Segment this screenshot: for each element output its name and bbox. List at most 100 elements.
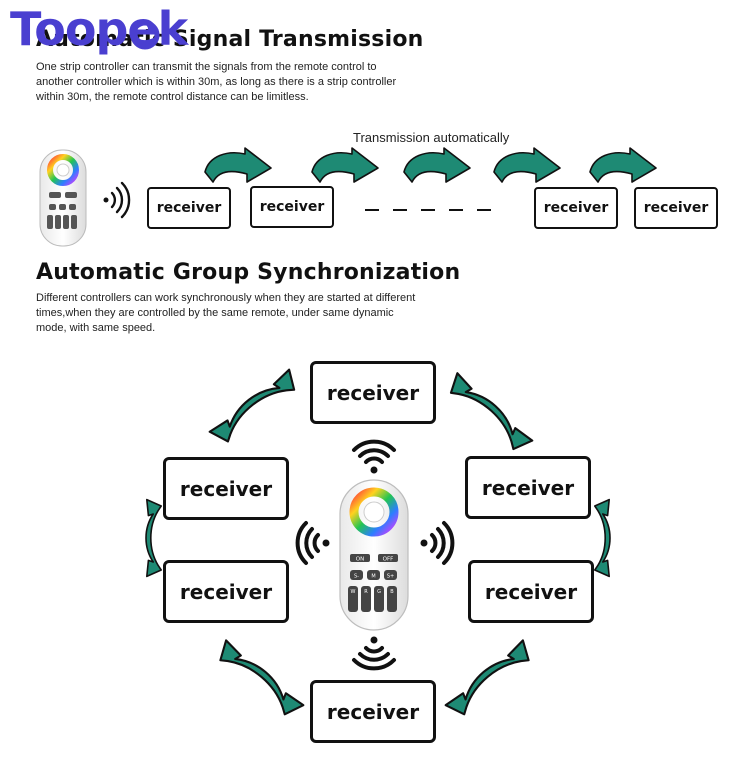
remote-large-key-g-label: G: [377, 589, 381, 595]
remote-large-off-button: [378, 554, 398, 562]
remote-large-speed-up: [384, 570, 397, 580]
sync-arrow-icon: [219, 639, 305, 716]
section1-title: Automatic Signal Transmission: [36, 27, 424, 52]
brand-logo: Toopek: [10, 2, 188, 56]
signal-wave: [364, 456, 384, 464]
remote-large-wheel-center: [363, 501, 385, 523]
signal-wave: [430, 533, 438, 553]
remote-large-speed-down-label: S-: [354, 574, 359, 580]
remote-large-speed-up-label: S+: [387, 574, 394, 580]
arrow-shape: [208, 368, 296, 443]
arrow-shape: [145, 498, 163, 578]
remote-small-color-wheel: [47, 154, 79, 186]
signal-wave: [364, 646, 384, 654]
remote-large-key-r-label: R: [364, 589, 368, 595]
remote-small-on-button: [49, 192, 61, 198]
arrow-shape: [444, 639, 530, 716]
receiver-box-upper-left: receiver: [163, 457, 289, 520]
remote-large-key-b-label: B: [390, 589, 394, 595]
arrow-shape: [403, 147, 471, 183]
receiver-box: receiver: [634, 187, 718, 229]
signal-wave: [295, 521, 308, 565]
sync-arrow-icon: [593, 498, 611, 578]
remote-small-key: [47, 215, 53, 229]
section2-description-line: times,when they are controlled by the sa…: [36, 307, 394, 319]
arrow-shape: [219, 639, 305, 716]
remote-small-wheel-center: [56, 163, 70, 177]
wireless-signal-icon: [352, 636, 396, 671]
remote-large-key-b: [387, 586, 397, 612]
signal-wave: [110, 191, 117, 209]
wireless-signal-icon: [420, 521, 455, 565]
transmission-arrow-icon: [311, 147, 379, 183]
signal-wave: [115, 186, 124, 214]
section2-title: Automatic Group Synchronization: [36, 260, 461, 285]
wireless-signal-icon: [295, 521, 330, 565]
section1-transmission-arrows: [204, 147, 657, 183]
signal-dot: [370, 636, 378, 644]
signal-wave: [358, 448, 390, 458]
receiver-box-lower-left: receiver: [163, 560, 289, 623]
receiver-box-bottom: receiver: [310, 680, 436, 743]
remote-small-key: [69, 204, 76, 210]
section1-description: One strip controller can transmit the si…: [36, 60, 456, 105]
receiver-box: receiver: [250, 186, 334, 228]
remote-large-speed-row: S- M S+: [350, 570, 397, 580]
remote-large-speed-down: [350, 570, 363, 580]
signal-wave: [352, 658, 396, 671]
remote-small-key: [49, 204, 56, 210]
signal-dot: [420, 539, 428, 547]
transmission-arrow-icon: [403, 147, 471, 183]
remote-large-channel-row: W R G B: [348, 586, 397, 612]
section1-description-line: another controller which is within 30m, …: [36, 76, 397, 88]
receiver-box-lower-right: receiver: [468, 560, 594, 623]
section2-description-line: Different controllers can work synchrono…: [36, 292, 416, 304]
remote-large-off-label: OFF: [383, 557, 394, 563]
remote-small: [39, 149, 87, 247]
sync-arrow-icon: [145, 498, 163, 578]
remote-large-on-button: [350, 554, 370, 562]
remote-large: ON OFF S- M S+ W R G B: [339, 479, 409, 631]
transmission-arrow-icon: [204, 147, 272, 183]
receiver-box-upper-right: receiver: [465, 456, 591, 519]
arrow-shape: [311, 147, 379, 183]
section2-description-line: mode, with same speed.: [36, 322, 156, 334]
sync-arrow-icon: [449, 372, 534, 451]
remote-small-keypad: [47, 204, 77, 229]
sync-arrow-icon: [444, 639, 530, 716]
section2-sync-arrows: [145, 368, 611, 716]
wireless-signal-icon: [352, 439, 396, 474]
remote-large-key-g: [374, 586, 384, 612]
remote-small-signal-icon: [103, 181, 131, 219]
arrow-shape: [593, 498, 611, 578]
arrow-shape: [204, 147, 272, 183]
section2-description: Different controllers can work synchrono…: [36, 291, 466, 336]
remote-small-key: [63, 215, 69, 229]
remote-large-signal-icons: [295, 439, 455, 671]
arrow-shape: [493, 147, 561, 183]
remote-large-mode-label: M: [371, 574, 375, 580]
remote-small-off-button: [65, 192, 77, 198]
remote-large-color-wheel: [349, 487, 399, 537]
receiver-box: receiver: [147, 187, 231, 229]
remote-small-key: [59, 204, 66, 210]
signal-wave: [120, 181, 131, 219]
remote-large-key-w-label: W: [351, 589, 356, 595]
remote-large-mode: [367, 570, 380, 580]
signal-wave: [312, 533, 320, 553]
signal-wave: [442, 521, 455, 565]
section1-description-line: within 30m, the remote control distance …: [36, 91, 309, 103]
transmission-caption: Transmission automatically: [353, 130, 510, 145]
remote-large-onoff: ON OFF: [350, 554, 398, 563]
remote-large-on-label: ON: [356, 557, 364, 563]
transmission-arrow-icon: [493, 147, 561, 183]
section1-description-line: One strip controller can transmit the si…: [36, 61, 377, 73]
logo-ring-mark: [130, 20, 160, 50]
signal-dot: [322, 539, 330, 547]
remote-small-key: [71, 215, 77, 229]
signal-wave: [436, 527, 446, 559]
remote-large-key-w: [348, 586, 358, 612]
arrow-shape: [449, 372, 534, 451]
receiver-box-top: receiver: [310, 361, 436, 424]
